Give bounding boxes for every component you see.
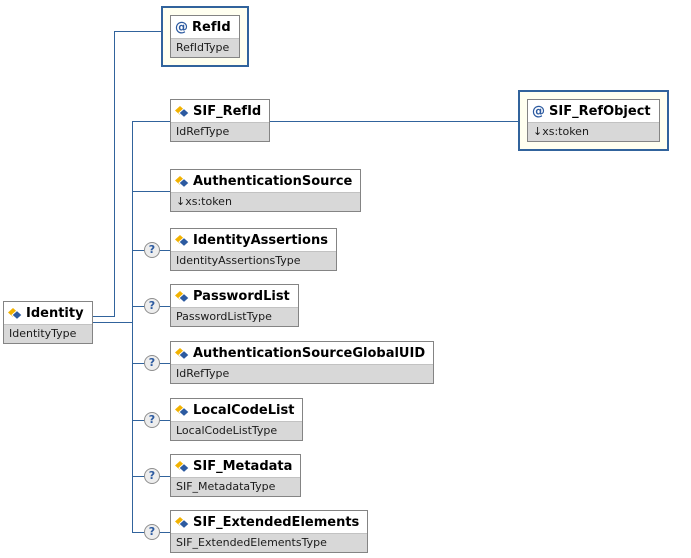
optional-indicator: ?: [144, 242, 160, 258]
element-box-authenticationsource[interactable]: AuthenticationSource ↓xs:token: [170, 169, 362, 212]
connector-line: [200, 121, 519, 122]
element-type: PasswordListType: [171, 307, 298, 326]
element-header: SIF_Metadata: [171, 455, 301, 477]
element-header: SIF_RefId: [171, 100, 270, 122]
element-box-passwordlist[interactable]: PasswordList PasswordListType: [170, 284, 299, 327]
element-header: AuthenticationSourceGlobalUID: [171, 342, 434, 364]
element-name: AuthenticationSourceGlobalUID: [193, 346, 426, 361]
element-icon: [175, 460, 189, 473]
attribute-name: SIF_RefObject: [549, 104, 651, 119]
optional-indicator: ?: [144, 355, 160, 371]
element-header: AuthenticationSource: [171, 170, 361, 192]
element-icon: [175, 404, 189, 417]
element-type: IdRefType: [171, 122, 270, 141]
element-type: ↓xs:token: [171, 192, 361, 211]
element-type: SIF_ExtendedElementsType: [171, 533, 368, 552]
element-icon: [175, 347, 189, 360]
element-name: IdentityAssertions: [193, 233, 328, 248]
element-icon: [175, 105, 189, 118]
attribute-type: ↓xs:token: [528, 122, 659, 141]
element-box-identityassertions[interactable]: IdentityAssertions IdentityAssertionsTyp…: [170, 228, 337, 271]
element-header: LocalCodeList: [171, 399, 303, 421]
element-type: SIF_MetadataType: [171, 477, 301, 496]
element-icon: [175, 516, 189, 529]
connector-line: [60, 322, 133, 323]
element-name: Identity: [26, 306, 84, 321]
element-name: AuthenticationSource: [193, 174, 353, 189]
element-header: PasswordList: [171, 285, 298, 307]
element-icon: [175, 175, 189, 188]
optional-indicator: ?: [144, 298, 160, 314]
connector-line: [132, 121, 182, 122]
element-box-authenticationsourceglobaluid[interactable]: AuthenticationSourceGlobalUID IdRefType: [170, 341, 435, 384]
attribute-icon: @: [175, 20, 188, 35]
element-icon: [8, 307, 22, 320]
element-name: SIF_Metadata: [193, 459, 293, 474]
attribute-icon: @: [532, 104, 545, 119]
element-name: PasswordList: [193, 289, 290, 304]
optional-indicator: ?: [144, 468, 160, 484]
element-header: Identity: [4, 302, 92, 324]
element-box-sif-metadata[interactable]: SIF_Metadata SIF_MetadataType: [170, 454, 302, 497]
element-header: IdentityAssertions: [171, 229, 336, 251]
element-icon: [175, 234, 189, 247]
element-icon: [175, 290, 189, 303]
attribute-name: RefId: [192, 20, 231, 35]
element-type: LocalCodeListType: [171, 421, 303, 440]
attribute-type: RefIdType: [171, 38, 239, 57]
element-name: LocalCodeList: [193, 403, 295, 418]
element-box-sif-refid[interactable]: SIF_RefId IdRefType: [170, 99, 271, 142]
optional-indicator: ?: [144, 524, 160, 540]
connector-line: [114, 31, 115, 316]
element-type: IdentityType: [4, 324, 92, 343]
element-name: SIF_ExtendedElements: [193, 515, 360, 530]
element-header: SIF_ExtendedElements: [171, 511, 368, 533]
element-type: IdentityAssertionsType: [171, 251, 336, 270]
element-box-localcodelist[interactable]: LocalCodeList LocalCodeListType: [170, 398, 304, 441]
attribute-box-refid[interactable]: @ RefId RefIdType: [161, 6, 249, 67]
connector-line: [132, 121, 133, 533]
attribute-header: @ SIF_RefObject: [528, 100, 659, 122]
connector-line: [114, 31, 162, 32]
element-type: IdRefType: [171, 364, 434, 383]
element-box-identity[interactable]: Identity IdentityType: [3, 301, 93, 344]
attribute-header: @ RefId: [171, 16, 239, 38]
connector-line: [132, 191, 182, 192]
element-box-sif-extendedelements[interactable]: SIF_ExtendedElements SIF_ExtendedElement…: [170, 510, 369, 553]
element-name: SIF_RefId: [193, 104, 262, 119]
optional-indicator: ?: [144, 412, 160, 428]
attribute-box-sif-refobject[interactable]: @ SIF_RefObject ↓xs:token: [518, 90, 669, 151]
